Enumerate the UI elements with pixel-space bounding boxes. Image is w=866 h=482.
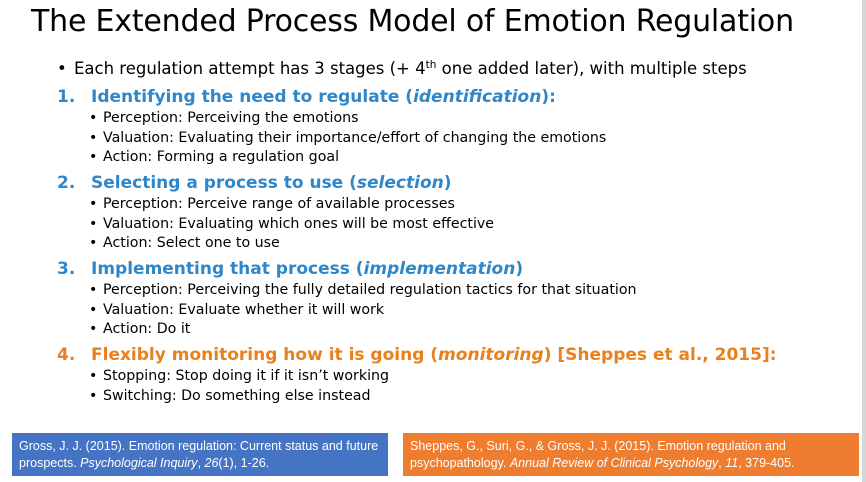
stage-title-italic: selection [356, 173, 444, 193]
stage-title-italic: implementation [363, 259, 516, 279]
stage-title-end: ) [515, 259, 524, 279]
step-item: • Stopping: Stop doing it if it isn’t wor… [89, 367, 777, 387]
stage-selection: 2. Selecting a process to use (selection)… [57, 172, 494, 254]
stage-heading: 4. Flexibly monitoring how it is going (m… [57, 344, 777, 367]
bullet-dot: • [89, 368, 98, 384]
step-item: • Valuation: Evaluate whether it will wor… [89, 301, 637, 321]
stage-heading: 2. Selecting a process to use (selection) [57, 172, 494, 195]
stage-title-italic: monitoring [438, 345, 544, 365]
stage-title-end: ): [541, 87, 556, 107]
slide-edge-shadow [862, 0, 866, 482]
bullet-dot: • [89, 149, 98, 165]
stage-title-text: Selecting a process to use ( [91, 173, 357, 193]
stage-title-text: Implementing that process ( [91, 259, 364, 279]
bullet-dot: • [57, 59, 67, 78]
bullet-dot: • [89, 387, 98, 404]
stage-title-end: ) [Sheppes et al., 2015]: [543, 345, 777, 365]
step-item: • Switching: Do something else instead [89, 387, 777, 407]
reference-volume: 26 [204, 456, 219, 470]
step-text: Perception: Perceiving the fully detaile… [103, 282, 637, 298]
step-text: Stopping: Stop doing it if it isn’t work… [103, 368, 390, 384]
step-item: • Perception: Perceiving the fully detail… [89, 281, 637, 301]
stage-heading: 3. Implementing that process (implementat… [57, 258, 637, 281]
reference-gross-2015: Gross, J. J. (2015). Emotion regulation:… [12, 433, 388, 476]
reference-separator: , [718, 456, 726, 470]
step-text: Switching: Do something else instead [103, 387, 371, 404]
step-text: Action: Do it [103, 321, 191, 337]
stage-number: 1. [57, 87, 76, 107]
step-item: • Perception: Perceive range of available… [89, 195, 494, 215]
step-text: Action: Select one to use [103, 235, 280, 251]
step-item: • Action: Forming a regulation goal [89, 148, 606, 168]
bullet-dot: • [89, 196, 98, 212]
slide-title: The Extended Process Model of Emotion Re… [31, 4, 794, 39]
intro-bullet-line: • Each regulation attempt has 3 stages (+… [57, 59, 747, 78]
step-item: • Action: Select one to use [89, 234, 494, 254]
reference-journal: Annual Review of Clinical Psychology [509, 456, 719, 470]
stage-number: 4. [57, 345, 76, 365]
step-text: Action: Forming a regulation goal [103, 149, 340, 165]
step-text: Valuation: Evaluating which ones will be… [103, 215, 495, 232]
stage-number: 3. [57, 259, 76, 279]
step-text: Valuation: Evaluating their importance/e… [103, 129, 607, 146]
stage-steps: • Perception: Perceive range of available… [57, 195, 494, 254]
bullet-dot: • [89, 321, 98, 337]
bullet-dot: • [89, 282, 98, 298]
reference-pages: , 379-405. [738, 456, 795, 470]
reference-text: Gross, J. J. (2015). Emotion regulation:… [19, 439, 379, 470]
step-item: • Action: Do it [89, 320, 637, 340]
stage-title-text: Flexibly monitoring how it is going ( [91, 345, 439, 365]
intro-superscript: th [425, 59, 437, 71]
step-item: • Valuation: Evaluating which ones will b… [89, 215, 494, 235]
stage-title-text: Identifying the need to regulate ( [91, 87, 414, 107]
stage-steps: • Stopping: Stop doing it if it isn’t wor… [57, 367, 777, 406]
step-text: Perception: Perceive range of available … [103, 196, 455, 212]
reference-pages: (1), 1-26. [218, 456, 270, 470]
reference-volume: 11 [725, 456, 739, 470]
bullet-dot: • [89, 301, 98, 318]
reference-sheppes-2015: Sheppes, G., Suri, G., & Gross, J. J. (2… [403, 433, 859, 476]
intro-text-end: one added later), with multiple steps [436, 59, 747, 78]
stage-identification: 1. Identifying the need to regulate (iden… [57, 86, 606, 168]
bullet-dot: • [89, 110, 98, 126]
bullet-dot: • [89, 215, 98, 232]
stage-number: 2. [57, 173, 76, 193]
step-item: • Perception: Perceiving the emotions [89, 109, 606, 129]
stage-monitoring: 4. Flexibly monitoring how it is going (m… [57, 344, 777, 406]
reference-journal: Psychological Inquiry [80, 456, 198, 470]
step-text: Valuation: Evaluate whether it will work [103, 301, 385, 318]
stage-heading: 1. Identifying the need to regulate (iden… [57, 86, 606, 109]
stage-title-italic: identification [413, 87, 542, 107]
stage-title-end: ) [443, 173, 452, 193]
stage-steps: • Perception: Perceiving the fully detail… [57, 281, 637, 340]
intro-text-start: Each regulation attempt has 3 stages (+ … [74, 59, 426, 78]
reference-text: Sheppes, G., Suri, G., & Gross, J. J. (2… [410, 439, 786, 470]
stage-steps: • Perception: Perceiving the emotions • Va… [57, 109, 606, 168]
stage-implementation: 3. Implementing that process (implementat… [57, 258, 637, 340]
step-text: Perception: Perceiving the emotions [103, 110, 359, 126]
bullet-dot: • [89, 129, 98, 146]
step-item: • Valuation: Evaluating their importance/… [89, 129, 606, 149]
bullet-dot: • [89, 235, 98, 251]
reference-separator: , [197, 456, 205, 470]
